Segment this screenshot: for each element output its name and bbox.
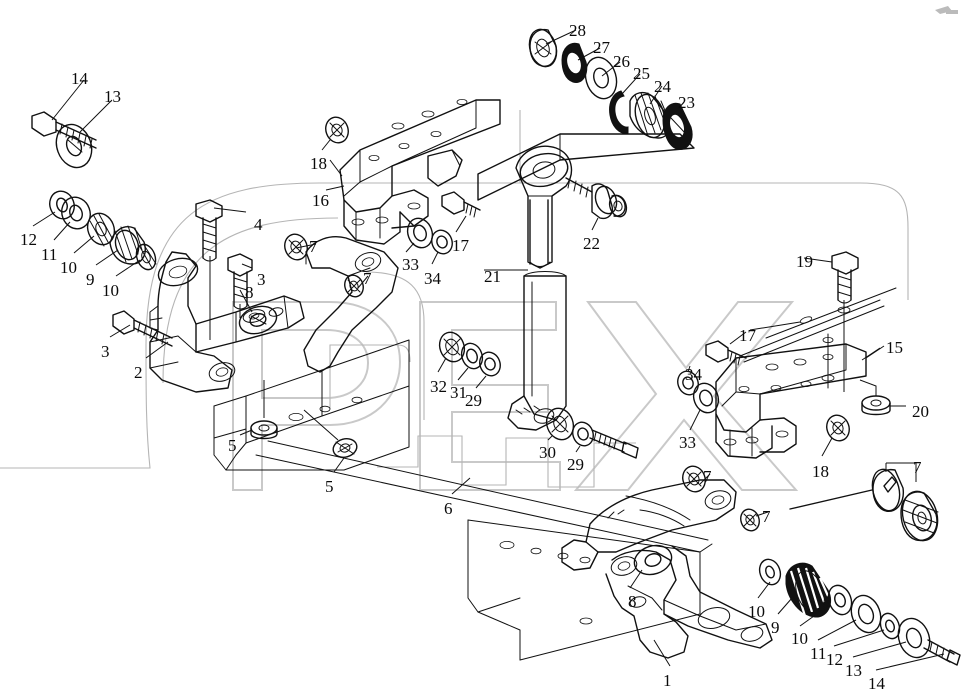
callout-number-8: 8 <box>245 283 254 302</box>
bolt-3-left <box>112 310 173 347</box>
lead-15 <box>861 347 881 361</box>
callout-number-7: 7 <box>309 237 318 256</box>
nut-5-b <box>303 409 358 458</box>
callout-number-27: 27 <box>593 38 610 57</box>
washer-29-a <box>475 351 501 389</box>
washer-31 <box>457 342 484 381</box>
callout-number-34: 34 <box>685 365 702 384</box>
washer-33-right <box>689 382 720 431</box>
callout-number-24: 24 <box>654 77 671 96</box>
bushing-7-c <box>682 465 706 493</box>
callout-number-14: 14 <box>868 674 885 693</box>
bushing-7-detail-pair <box>789 462 939 542</box>
nut-20 <box>859 379 906 416</box>
callout-number-20: 20 <box>912 402 929 421</box>
callout-number-14: 14 <box>71 69 88 88</box>
callout-number-3: 3 <box>257 270 266 289</box>
leader-lines <box>32 29 945 671</box>
bolt-3-centre <box>227 253 253 318</box>
callout-number-11: 11 <box>810 644 827 663</box>
bushing-7-a <box>284 233 308 261</box>
callout-number-3: 3 <box>101 342 110 361</box>
callout-number-10: 10 <box>791 629 808 648</box>
callout-number-17: 17 <box>452 236 469 255</box>
callout-number-15: 15 <box>886 338 903 357</box>
fitting-22 <box>565 177 628 231</box>
washer-32 <box>437 331 466 373</box>
bolt-19 <box>831 251 859 392</box>
centre-cylinder-21 <box>507 145 573 431</box>
watermark-pex <box>0 6 958 491</box>
callout-number-21: 21 <box>484 267 501 286</box>
callout-number-7: 7 <box>762 507 771 526</box>
callout-number-34: 34 <box>424 269 441 288</box>
callout-number-17: 17 <box>739 326 756 345</box>
washer-34-left <box>431 229 453 265</box>
chassis-frame-rail <box>213 339 713 661</box>
callout-number-22: 22 <box>583 234 600 253</box>
callout-number-12: 12 <box>826 650 843 669</box>
nut-18-right <box>821 414 850 457</box>
callout-number-7: 7 <box>703 467 712 486</box>
callout-number-23: 23 <box>678 93 695 112</box>
bolt-lower-centre <box>589 429 639 459</box>
upper-left-housing-16 <box>339 99 501 245</box>
washer-33-left <box>405 217 434 253</box>
callout-number-10: 10 <box>748 602 765 621</box>
bolt-14-and-washer-13 <box>31 111 97 169</box>
callout-number-10: 10 <box>102 281 119 300</box>
callout-number-5: 5 <box>325 477 334 496</box>
callout-number-4: 4 <box>254 215 263 234</box>
callout-number-31: 31 <box>450 383 467 402</box>
callout-number-29: 29 <box>465 391 482 410</box>
callout-number-18: 18 <box>310 154 327 173</box>
callout-number-33: 33 <box>679 433 696 452</box>
nut-5-a <box>250 380 278 440</box>
callout-number-9: 9 <box>771 618 780 637</box>
bolt-4 <box>195 199 223 340</box>
upper-right-housing-15 <box>715 287 897 459</box>
callout-number-2: 2 <box>134 363 143 382</box>
callout-number-29: 29 <box>567 455 584 474</box>
callout-number-30: 30 <box>539 443 556 462</box>
washer-30 <box>545 407 575 441</box>
callout-number-13: 13 <box>104 87 121 106</box>
callout-number-11: 11 <box>41 245 58 264</box>
bolt-17-left <box>441 191 481 233</box>
top-right-bushing-stack <box>477 28 695 201</box>
callout-number-6: 6 <box>444 499 453 518</box>
washer-34-right <box>677 365 699 396</box>
callout-number-7: 7 <box>913 458 922 477</box>
centre-bellcrank <box>303 236 399 373</box>
callout-number-26: 26 <box>613 52 630 71</box>
bushing-7-b <box>344 274 364 298</box>
callout-number-32: 32 <box>430 377 447 396</box>
callout-number-19: 19 <box>796 252 813 271</box>
callout-number-1: 1 <box>663 671 672 690</box>
washer-8-lower <box>629 544 673 589</box>
callout-number-5: 5 <box>228 436 237 455</box>
callout-number-12: 12 <box>20 230 37 249</box>
callout-number-18: 18 <box>812 462 829 481</box>
callout-number-33: 33 <box>402 255 419 274</box>
left-bushing-stack <box>49 190 157 271</box>
bottom-right-bushing-stack <box>758 558 961 666</box>
callout-number-9: 9 <box>86 270 95 289</box>
callout-number-28: 28 <box>569 21 586 40</box>
callout-number-8: 8 <box>628 592 637 611</box>
nut-18-left <box>321 116 349 151</box>
washer-8-centre <box>238 305 278 335</box>
callout-number-7: 7 <box>363 269 372 288</box>
bolt-17-right <box>705 331 747 366</box>
left-pedal-lever-assembly <box>149 251 305 393</box>
lower-swing-arm <box>561 479 773 659</box>
callout-number-16: 16 <box>312 191 329 210</box>
callout-number-10: 10 <box>60 258 77 277</box>
bushing-7-d <box>740 508 760 532</box>
callout-number-25: 25 <box>633 64 650 83</box>
callout-number-13: 13 <box>845 661 862 680</box>
